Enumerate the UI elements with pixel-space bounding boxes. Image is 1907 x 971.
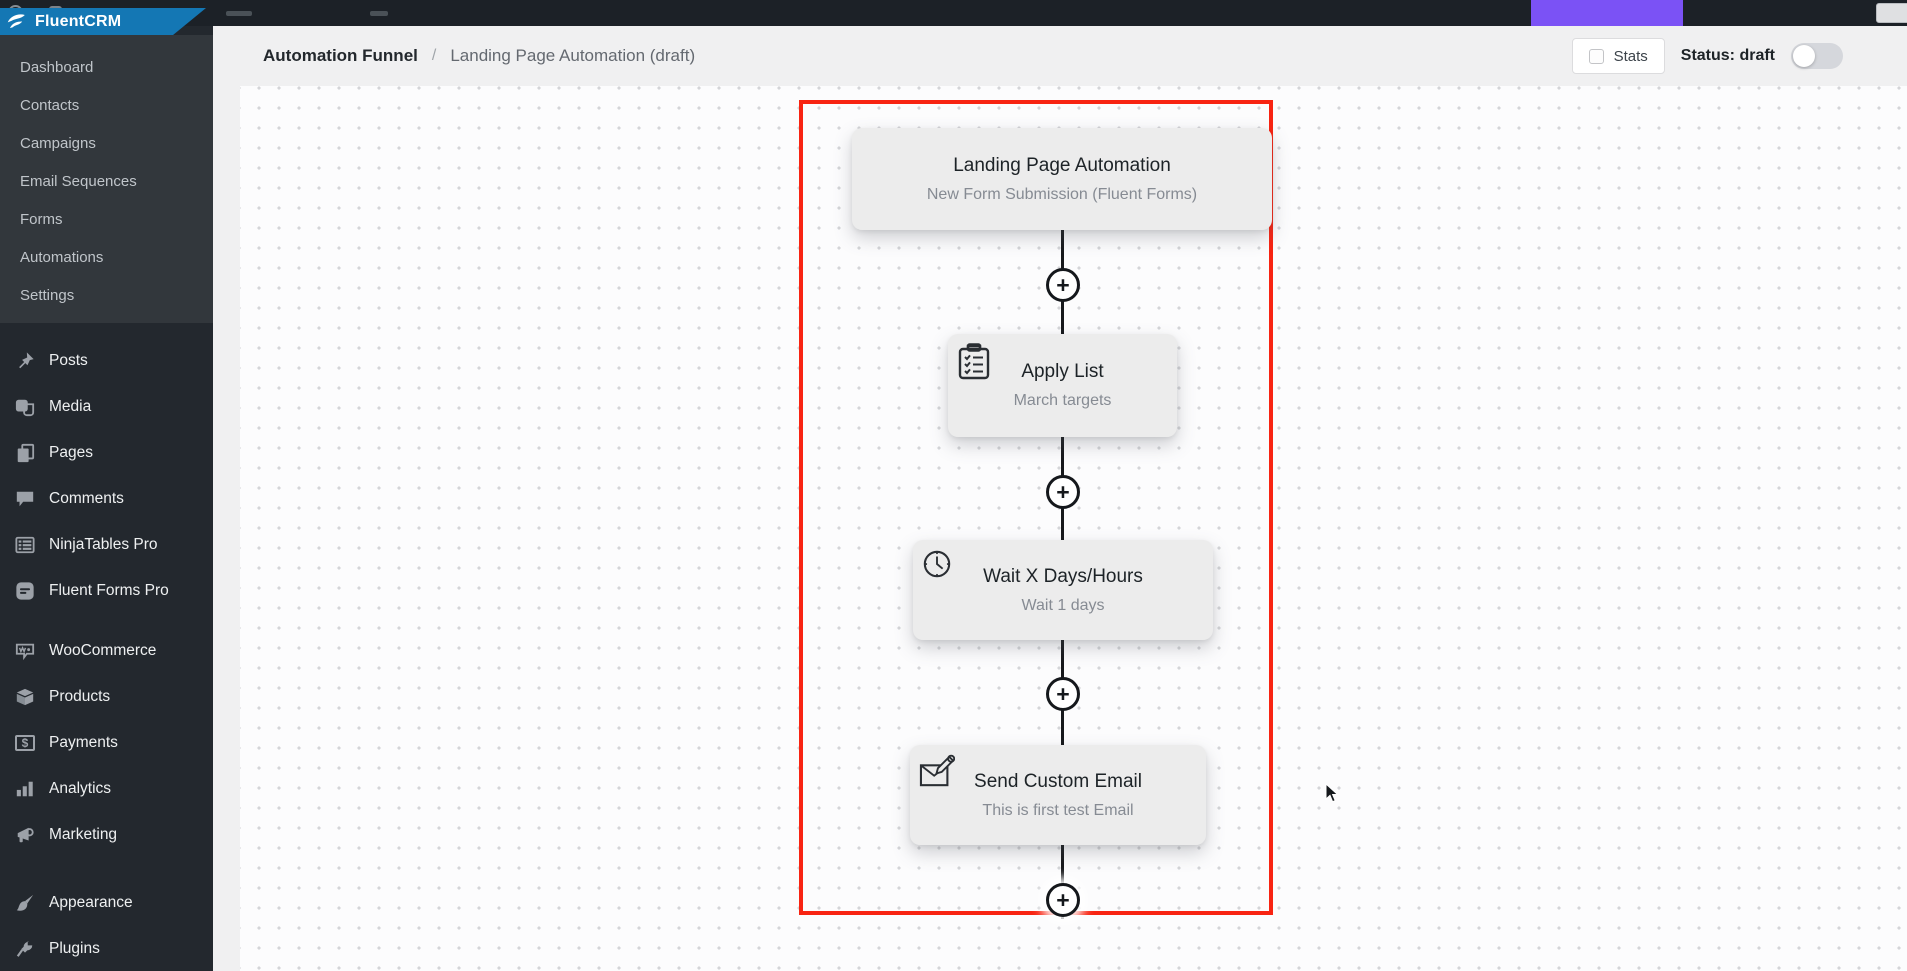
- sidebar-item-marketing[interactable]: Marketing: [0, 812, 213, 858]
- add-step-button[interactable]: +: [1046, 677, 1080, 711]
- sidebar-item-payments[interactable]: $ Payments: [0, 720, 213, 766]
- sidebar-item-appearance[interactable]: Appearance: [0, 880, 213, 926]
- stats-toggle-button[interactable]: Stats: [1571, 38, 1665, 74]
- fluentcrm-submenu: Dashboard Contacts Campaigns Email Seque…: [0, 35, 213, 323]
- step-title: Apply List: [1021, 361, 1104, 382]
- paintbrush-icon: [14, 892, 36, 914]
- fluentcrm-logo-icon: [6, 11, 27, 32]
- admin-bar-purple-button[interactable]: [1531, 0, 1683, 26]
- step-subtitle: This is first test Email: [982, 801, 1134, 819]
- pushpin-icon: [14, 350, 36, 372]
- sidebar-item-pages[interactable]: Pages: [0, 430, 213, 476]
- admin-bar-item[interactable]: [370, 11, 388, 16]
- status-toggle[interactable]: [1791, 43, 1843, 69]
- breadcrumb-root-link[interactable]: Automation Funnel: [263, 46, 418, 65]
- sidebar-item-label: NinjaTables Pro: [49, 536, 158, 553]
- admin-top-bar: [0, 0, 1907, 26]
- step-card-apply-list[interactable]: Apply List March targets: [948, 334, 1177, 437]
- email-compose-icon: [919, 754, 956, 793]
- megaphone-icon: [14, 824, 36, 846]
- trigger-title: Landing Page Automation: [953, 154, 1171, 176]
- checklist-clipboard-icon: [957, 343, 991, 386]
- stats-label: Stats: [1613, 47, 1648, 65]
- fluentcrm-brand-label: FluentCRM: [35, 12, 122, 30]
- table-icon: [14, 534, 36, 556]
- sidebar-item-products[interactable]: Products: [0, 674, 213, 720]
- sidebar-item-forms[interactable]: Forms: [20, 211, 63, 228]
- pages-icon: [14, 442, 36, 464]
- dollar-glyph: $: [15, 735, 35, 751]
- sidebar-item-dashboard[interactable]: Dashboard: [20, 59, 94, 76]
- sidebar-item-posts[interactable]: Posts: [0, 338, 213, 384]
- sidebar-item-label: WooCommerce: [49, 642, 157, 659]
- sidebar-item-label: Appearance: [49, 894, 133, 911]
- breadcrumb-separator: /: [431, 47, 437, 64]
- sidebar-item-plugins[interactable]: Plugins: [0, 926, 213, 971]
- dollar-card-icon: $: [14, 732, 36, 754]
- box-icon: [14, 686, 36, 708]
- media-icon: [14, 396, 36, 418]
- selection-highlight-box: [799, 100, 1273, 915]
- sidebar-item-label: Plugins: [49, 940, 100, 957]
- admin-sidebar: FluentCRM Dashboard Contacts Campaigns E…: [0, 8, 213, 971]
- sidebar-item-fluentforms[interactable]: Fluent Forms Pro: [0, 568, 213, 614]
- trigger-card[interactable]: Landing Page Automation New Form Submiss…: [852, 128, 1272, 230]
- bar-chart-icon: [14, 778, 36, 800]
- sidebar-item-media[interactable]: Media: [0, 384, 213, 430]
- step-card-send-email[interactable]: Send Custom Email This is first test Ema…: [910, 745, 1206, 845]
- automation-canvas[interactable]: Landing Page Automation New Form Submiss…: [240, 86, 1907, 971]
- sidebar-item-analytics[interactable]: Analytics: [0, 766, 213, 812]
- sidebar-item-contacts[interactable]: Contacts: [20, 97, 80, 114]
- fluentcrm-header[interactable]: FluentCRM: [0, 8, 206, 35]
- connector-line: [1061, 845, 1064, 919]
- sidebar-item-automations[interactable]: Automations: [20, 249, 104, 266]
- stats-checkbox[interactable]: [1588, 48, 1604, 64]
- status-toggle-knob: [1793, 45, 1815, 67]
- breadcrumb-current: Landing Page Automation (draft): [450, 46, 696, 65]
- sidebar-item-label: Comments: [49, 490, 124, 507]
- clock-icon: [922, 549, 952, 584]
- status-label: Status: draft: [1680, 47, 1775, 64]
- sidebar-item-woocommerce[interactable]: WooCommerce: [0, 628, 213, 674]
- admin-bar-item[interactable]: [226, 11, 252, 16]
- sidebar-item-settings[interactable]: Settings: [20, 287, 75, 304]
- sidebar-item-label: Posts: [49, 352, 88, 369]
- sidebar-item-label: Payments: [49, 734, 118, 751]
- wp-main-menu: Posts Media Pages Comments NinjaTables P…: [0, 338, 213, 971]
- sidebar-item-campaigns[interactable]: Campaigns: [20, 135, 96, 152]
- sidebar-item-ninjatables[interactable]: NinjaTables Pro: [0, 522, 213, 568]
- admin-bar-corner-button[interactable]: [1876, 3, 1907, 23]
- sidebar-item-comments[interactable]: Comments: [0, 476, 213, 522]
- step-title: Wait X Days/Hours: [983, 565, 1143, 587]
- trigger-subtitle: New Form Submission (Fluent Forms): [926, 185, 1198, 203]
- plug-icon: [14, 938, 36, 960]
- breadcrumb: Automation Funnel / Landing Page Automat…: [263, 46, 695, 66]
- sidebar-item-label: Fluent Forms Pro: [49, 582, 169, 599]
- sidebar-item-email-sequences[interactable]: Email Sequences: [20, 173, 137, 190]
- sidebar-item-label: Marketing: [49, 826, 118, 843]
- step-subtitle: Wait 1 days: [1021, 596, 1105, 614]
- step-subtitle: March targets: [1013, 392, 1112, 409]
- add-step-button[interactable]: +: [1046, 883, 1080, 917]
- step-card-wait[interactable]: Wait X Days/Hours Wait 1 days: [913, 540, 1213, 640]
- header-controls: Stats Status: draft: [1571, 38, 1843, 74]
- page-header: Automation Funnel / Landing Page Automat…: [213, 26, 1907, 86]
- step-title: Send Custom Email: [974, 770, 1142, 792]
- sidebar-item-label: Products: [49, 688, 111, 705]
- form-lines-icon: [14, 580, 36, 602]
- mouse-cursor: [1325, 782, 1339, 809]
- add-step-button[interactable]: +: [1046, 268, 1080, 302]
- sidebar-item-label: Media: [49, 398, 92, 415]
- sidebar-item-label: Analytics: [49, 780, 112, 797]
- comment-bubble-icon: [14, 488, 36, 510]
- add-step-button[interactable]: +: [1046, 475, 1080, 509]
- woo-badge-icon: [14, 640, 36, 662]
- sidebar-item-label: Pages: [49, 444, 93, 461]
